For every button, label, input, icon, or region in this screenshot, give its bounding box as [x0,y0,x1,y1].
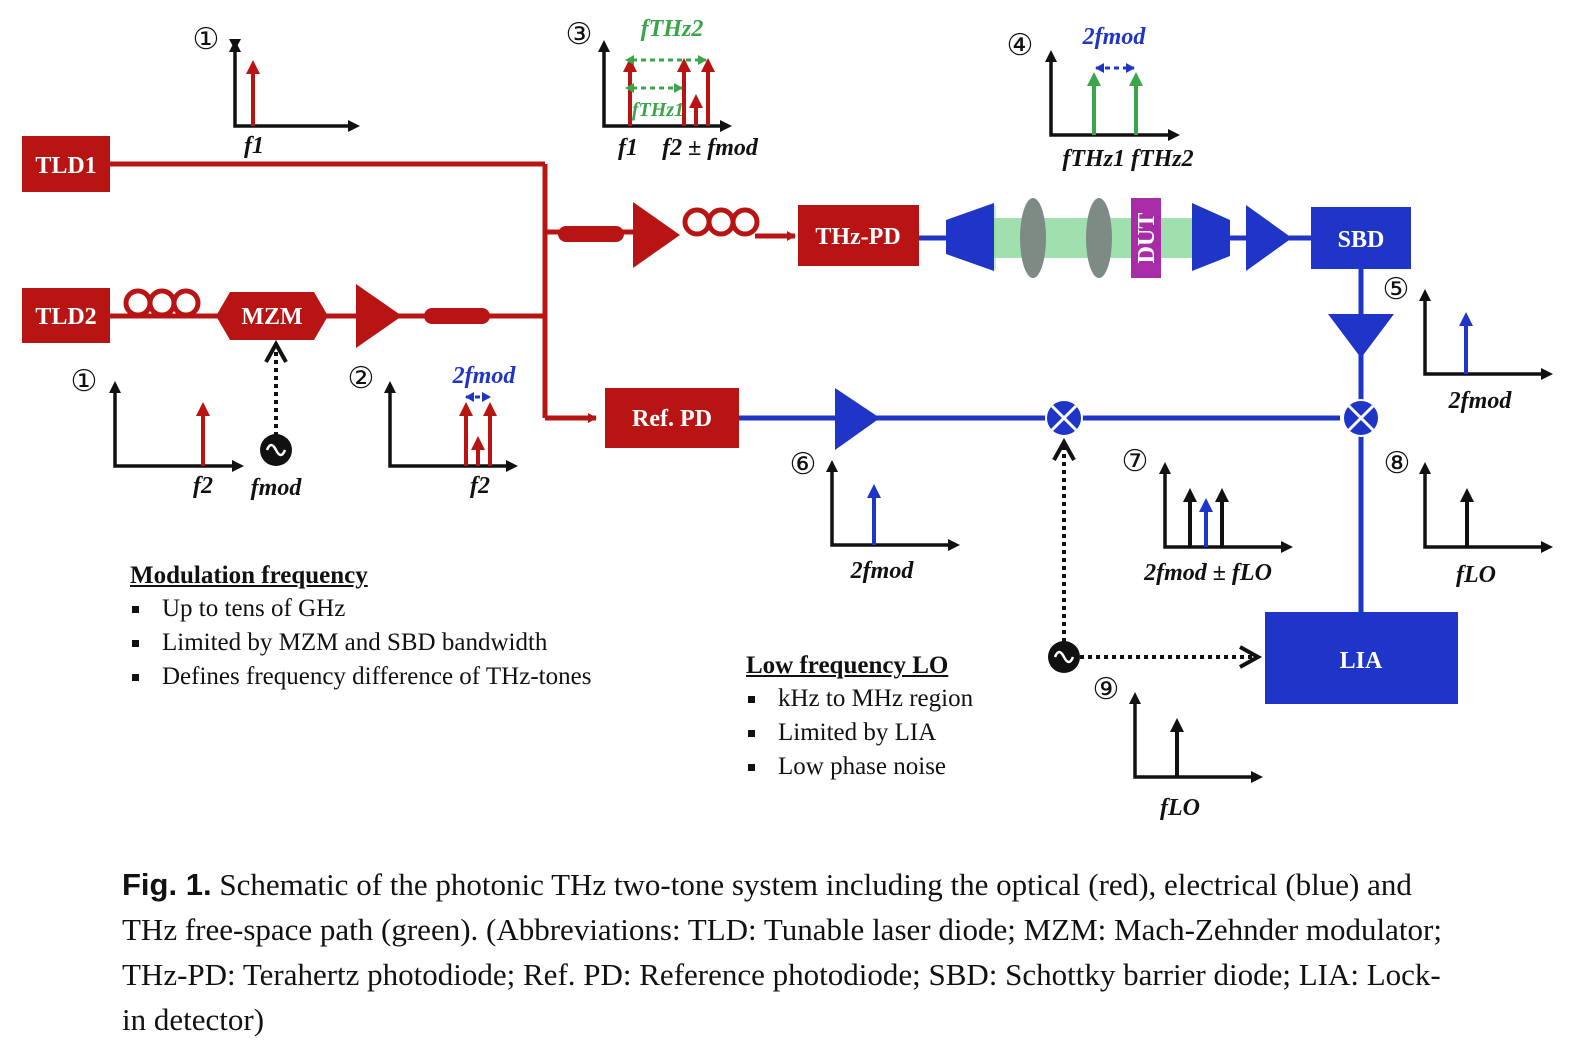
s4-axis-label: fTHz1 fTHz2 [1062,146,1193,172]
svg-text:DUT: DUT [1134,213,1160,264]
marker-4: ④ [1007,29,1034,62]
caption-text: Schematic of the photonic THz two-tone s… [122,867,1442,1037]
list-item: Limited by LIA [746,716,1046,750]
lo-notes: Low frequency LO kHz to MHz region Limit… [746,652,1046,784]
svg-text:Ref. PD: Ref. PD [632,406,712,432]
s3-axis-b-label: f2 ± fmod [662,135,759,161]
list-item: Defines frequency difference of THz-tone… [130,660,690,694]
fiber-coil-thz [682,207,760,237]
s9-axis-label: fLO [1160,795,1200,821]
s6-axis-label: 2fmod [850,558,915,584]
fiber-coil-tld2 [123,288,201,318]
modulation-notes: Modulation frequency Up to tens of GHz L… [130,562,690,694]
s4-top-label: 2fmod [1082,24,1147,50]
list-item: Limited by MZM and SBD bandwidth [130,626,690,660]
modulation-notes-list: Up to tens of GHz Limited by MZM and SBD… [130,592,690,694]
figure-number: Fig. 1. [122,867,212,902]
electrical-amplifier-thz [1246,205,1292,271]
optical-amplifier-1 [356,284,402,348]
mixer-ref-icon [1045,399,1083,437]
sbd-block: SBD [1311,207,1411,269]
s2-spacing-label: 2fmod [452,363,517,389]
thz-horn-tx [946,203,994,271]
dut-block: DUT [1131,198,1161,278]
s1-top-axis-label: f1 [244,133,264,159]
spectral-lines [196,58,1474,777]
list-item: Low phase noise [746,750,1046,784]
svg-text:SBD: SBD [1338,227,1385,253]
optical-amplifier-2 [633,202,680,268]
marker-6: ⑥ [790,448,817,481]
svg-text:TLD1: TLD1 [35,153,96,179]
marker-7: ⑦ [1122,445,1149,478]
electrical-amplifier-ref [835,388,880,450]
system-schematic: TLD1 TLD2 MZM THz-PD Ref. PD DUT SBD [22,16,1553,821]
thz-horn-rx [1192,203,1230,271]
fiber-coupler-upper [558,226,624,242]
s3-top-label: fTHz2 [641,16,704,42]
marker-2: ② [348,362,375,395]
spectrum-axes [113,39,1545,779]
mixer-meas-icon [1342,399,1380,437]
s2-axis-label: f2 [470,473,490,499]
ref-pd-block: Ref. PD [605,388,739,448]
marker-5: ⑤ [1383,273,1410,306]
thz-lens-2 [1086,198,1112,278]
tld1-block: TLD1 [22,136,110,192]
marker-1-low: ① [71,365,98,398]
lo-notes-list: kHz to MHz region Limited by LIA Low pha… [746,682,1046,784]
s5-axis-label: 2fmod [1448,388,1513,414]
lo-notes-title: Low frequency LO [746,652,949,679]
modulation-notes-title: Modulation frequency [130,562,368,589]
electrical-amplifier-sbd [1328,314,1394,358]
s3-axis-a-label: f1 [618,135,638,161]
s8-axis-label: fLO [1456,562,1496,588]
marker-8: ⑧ [1384,447,1411,480]
fmod-source [260,339,292,466]
svg-text:TLD2: TLD2 [35,304,96,330]
list-item: kHz to MHz region [746,682,1046,716]
svg-text:THz-PD: THz-PD [815,224,900,250]
thz-lens-1 [1020,198,1046,278]
thz-pd-block: THz-PD [798,205,919,266]
fmod-source-label: fmod [251,475,303,501]
lia-block: LIA [1265,612,1458,704]
spectrum-arrowheads [109,40,1553,783]
lo-source [1048,437,1263,673]
s1-low-axis-label: f2 [193,473,213,499]
fiber-coupler-lower [424,308,490,324]
s7-axis-label: 2fmod ± fLO [1143,560,1272,586]
mzm-block: MZM [216,292,328,340]
s3-mid-label: fTHz1 [632,99,684,121]
marker-1-top: ① [193,23,220,56]
figure-caption: Fig. 1. Schematic of the photonic THz tw… [122,862,1462,1042]
marker-9: ⑨ [1093,673,1120,706]
marker-3: ③ [566,18,593,51]
svg-text:LIA: LIA [1340,648,1383,674]
list-item: Up to tens of GHz [130,592,690,626]
tld2-block: TLD2 [22,288,110,343]
svg-text:MZM: MZM [241,304,302,330]
spacing-indicators [465,55,1135,402]
